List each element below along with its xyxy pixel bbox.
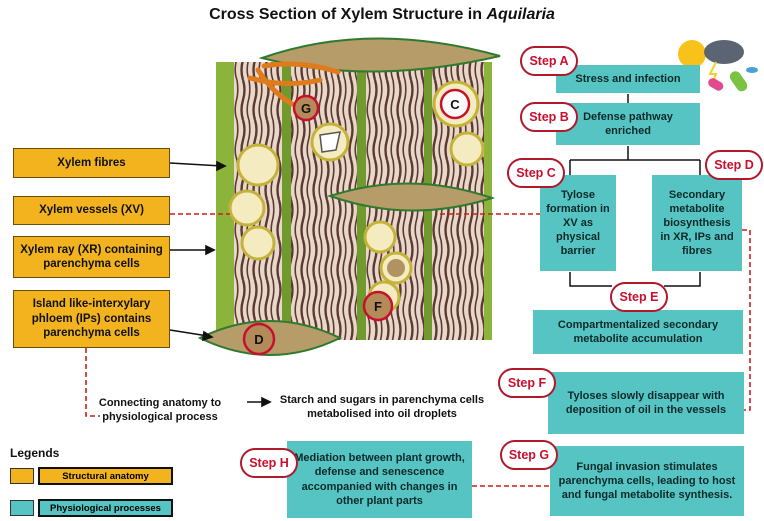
xylem-ray-box: Xylem ray (XR) containing parenchyma cel… [13,236,170,278]
step-d-box: Secondary metabolite biosynthesis in XR,… [652,175,742,271]
marker-c-label: C [450,97,460,112]
step-a-badge: Step A [520,46,578,76]
legend-structural-swatch [10,468,34,484]
step-h-badge: Step H [240,448,298,478]
step-f-badge: Step F [498,368,556,398]
title-main: Cross Section of Xylem Structure in [209,6,487,23]
dashed-connectors [85,213,751,487]
step-g-box: Fungal invasion stimulates parenchyma ce… [550,446,744,516]
phloem-island-box: Island like-interxylary phloem (IPs) con… [13,290,170,348]
step-a-box: Stress and infection [556,65,700,93]
structural-arrows [169,160,272,408]
step-e-badge: Step E [610,282,668,312]
marker-g: G [292,94,320,122]
flow-connectors [569,94,701,310]
connector-anatomy-text: Connecting anatomy to physiological proc… [98,397,222,424]
diagram-title: Cross Section of Xylem Structure in Aqui… [0,6,764,24]
legend-title: Legends [10,446,60,460]
marker-d-label: D [254,332,263,347]
marker-d: D [242,322,276,356]
step-h-box: Mediation between plant growth, defense … [287,441,472,518]
legend-structural-label: Structural anatomy [38,467,173,485]
connector-starch-text: Starch and sugars in parenchyma cells me… [279,394,485,421]
marker-f-label: F [374,299,382,314]
microbe-icon [708,67,758,92]
legend-physiological-label: Physiological processes [38,499,173,517]
step-d-badge: Step D [705,150,763,180]
marker-c: C [439,88,471,120]
oil-droplet-icon [387,259,405,277]
title-species: Aquilaria [486,6,555,23]
marker-g-label: G [301,101,311,116]
sun-icon [678,40,706,68]
step-f-box: Tyloses slowly disappear with deposition… [548,372,744,434]
legend-physiological-swatch [10,500,34,516]
tylose-icon [319,131,341,153]
step-e-box: Compartmentalized secondary metabolite a… [533,310,743,354]
step-b-box: Defense pathway enriched [556,103,700,145]
step-b-badge: Step B [520,102,578,132]
step-c-box: Tylose formation in XV as physical barri… [540,175,616,271]
xylem-fibres-box: Xylem fibres [13,148,170,178]
xylem-vessels-box: Xylem vessels (XV) [13,196,170,225]
fungal-hyphae [247,61,341,107]
step-g-badge: Step G [500,440,558,470]
step-c-badge: Step C [507,158,565,188]
marker-f: F [362,290,394,322]
